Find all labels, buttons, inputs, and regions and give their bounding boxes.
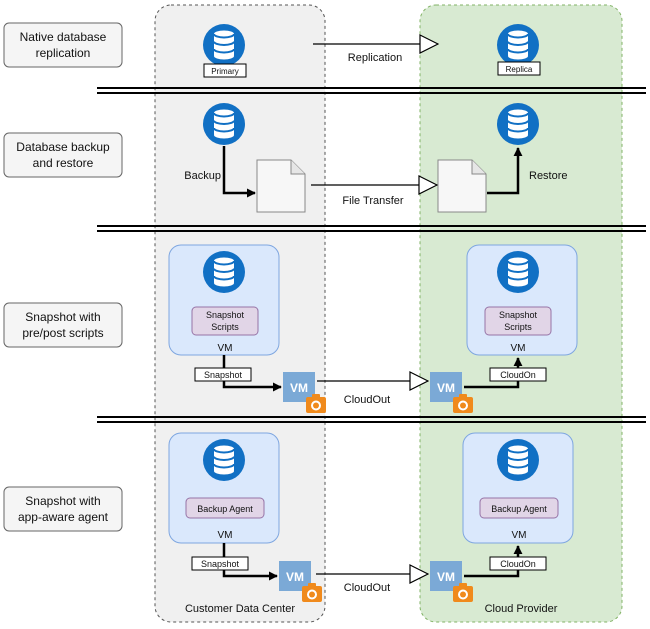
svg-text:replication: replication <box>36 46 91 60</box>
svg-text:Native database: Native database <box>20 30 107 44</box>
row-label-native-replication: Native database replication <box>3 22 123 68</box>
right-vm-box-agent: Backup Agent VM <box>462 432 574 544</box>
cloudon-arrow-row4 <box>464 545 523 578</box>
right-vm-box-scripts: Snapshot Scripts VM <box>466 244 578 356</box>
restored-file-icon <box>437 159 487 213</box>
source-database-icon <box>202 102 246 146</box>
svg-text:Snapshot: Snapshot <box>201 559 240 569</box>
replication-label: Replication <box>348 52 402 64</box>
primary-database-icon <box>202 23 246 67</box>
left-vm-box-agent: Backup Agent VM <box>168 432 280 544</box>
svg-text:Replica: Replica <box>506 65 533 74</box>
backup-file-icon <box>256 159 306 213</box>
svg-text:VM: VM <box>218 530 233 541</box>
svg-text:Scripts: Scripts <box>211 322 239 332</box>
svg-text:Database backup: Database backup <box>16 140 110 154</box>
svg-text:CloudOn: CloudOn <box>500 370 536 380</box>
snapshot-label-row3: Snapshot <box>194 367 252 382</box>
file-transfer-label: File Transfer <box>342 195 403 207</box>
svg-text:VM: VM <box>511 343 526 354</box>
row-separator-1 <box>97 87 646 94</box>
replica-label: Replica <box>497 61 541 76</box>
row-label-snapshot-scripts: Snapshot with pre/post scripts <box>3 302 123 348</box>
svg-text:and restore: and restore <box>33 156 94 170</box>
svg-text:Snapshot: Snapshot <box>204 370 243 380</box>
left-vm-box-scripts: Snapshot Scripts VM <box>168 244 280 356</box>
svg-text:Snapshot: Snapshot <box>206 310 245 320</box>
backup-label: Backup <box>184 170 221 182</box>
svg-text:Primary: Primary <box>211 67 239 76</box>
svg-text:Backup Agent: Backup Agent <box>491 504 547 514</box>
svg-text:Snapshot: Snapshot <box>499 310 538 320</box>
customer-data-center-label: Customer Data Center <box>185 603 295 615</box>
row-separator-3 <box>97 416 646 423</box>
cloudon-label-row4: CloudOn <box>489 556 547 571</box>
svg-text:app-aware agent: app-aware agent <box>18 510 109 524</box>
svg-text:Snapshot with: Snapshot with <box>25 494 100 508</box>
cloudout-label-row4: CloudOut <box>344 582 390 594</box>
target-database-icon <box>496 102 540 146</box>
row-label-snapshot-agent: Snapshot with app-aware agent <box>3 486 123 532</box>
row-separator-2 <box>97 225 646 232</box>
backup-arrow <box>222 146 256 198</box>
snapshot-arrow-row4 <box>222 543 278 581</box>
restore-arrow <box>487 147 523 195</box>
svg-text:VM: VM <box>218 343 233 354</box>
snapshot-arrow-row3 <box>222 355 282 392</box>
svg-text:Scripts: Scripts <box>504 322 532 332</box>
replica-database-icon <box>496 23 540 67</box>
snapshot-label-row4: Snapshot <box>191 556 249 571</box>
svg-text:Backup Agent: Backup Agent <box>197 504 253 514</box>
svg-text:VM: VM <box>512 530 527 541</box>
svg-text:pre/post scripts: pre/post scripts <box>22 326 103 340</box>
restore-label: Restore <box>529 170 568 182</box>
svg-text:Snapshot with: Snapshot with <box>25 310 100 324</box>
cloud-provider-label: Cloud Provider <box>485 603 558 615</box>
cloudout-label-row3: CloudOut <box>344 394 390 406</box>
row-label-backup-restore: Database backup and restore <box>3 132 123 178</box>
primary-label: Primary <box>203 63 247 78</box>
svg-text:CloudOn: CloudOn <box>500 559 536 569</box>
cloudon-label-row3: CloudOn <box>489 367 547 382</box>
